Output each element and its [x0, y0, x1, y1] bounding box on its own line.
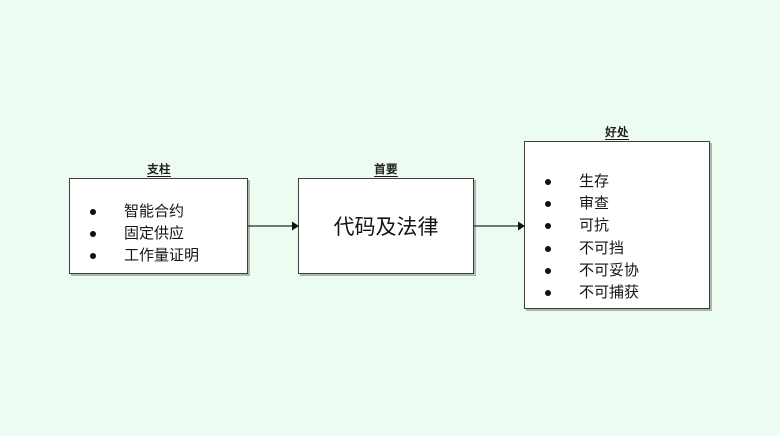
list-item: 生存 [545, 171, 639, 193]
bullet-dot-icon [90, 209, 96, 216]
list-item-label: 固定供应 [124, 225, 185, 243]
list-item: 不可妥协 [545, 260, 639, 282]
node-benefits[interactable]: 生存 审查 可抗 不可挡 不可妥协 不可捕获 [524, 141, 710, 309]
bullet-dot-icon [545, 290, 551, 297]
bullet-dot-icon [90, 253, 96, 260]
list-item-label: 智能合约 [124, 203, 185, 220]
pillars-list: 智能合约 固定供应 工作量证明 [90, 201, 199, 268]
list-item: 固定供应 [90, 223, 199, 245]
primary-label: 代码及法律 [333, 216, 439, 239]
node-pillars[interactable]: 智能合约 固定供应 工作量证明 [69, 178, 248, 274]
bullet-dot-icon [545, 223, 551, 230]
node-primary[interactable]: 代码及法律 [298, 178, 474, 274]
arrow-pillars-to-primary [248, 220, 300, 232]
bullet-dot-icon [545, 201, 551, 208]
list-item-label: 审查 [579, 195, 610, 213]
list-item-label: 生存 [579, 173, 610, 190]
list-item-label: 不可捕获 [579, 283, 640, 301]
bullet-dot-icon [90, 231, 96, 238]
bullet-dot-icon [545, 179, 551, 186]
list-item-label: 不可挡 [579, 239, 625, 257]
benefits-list: 生存 审查 可抗 不可挡 不可妥协 不可捕获 [545, 171, 639, 304]
node-caption-primary: 首要 [374, 164, 398, 176]
list-item: 可抗 [545, 215, 639, 237]
list-item: 审查 [545, 193, 639, 215]
list-item: 不可挡 [545, 238, 639, 260]
list-item: 智能合约 [90, 201, 199, 223]
list-item-label: 不可妥协 [579, 261, 640, 279]
list-item: 工作量证明 [90, 245, 199, 267]
list-item-label: 可抗 [579, 217, 610, 235]
bullet-dot-icon [545, 267, 551, 274]
list-item: 不可捕获 [545, 282, 639, 304]
node-caption-pillars: 支柱 [147, 164, 171, 176]
arrow-primary-to-benefits [474, 220, 526, 232]
node-caption-benefits: 好处 [605, 127, 629, 139]
list-item-label: 工作量证明 [124, 247, 200, 265]
bullet-dot-icon [545, 245, 551, 252]
